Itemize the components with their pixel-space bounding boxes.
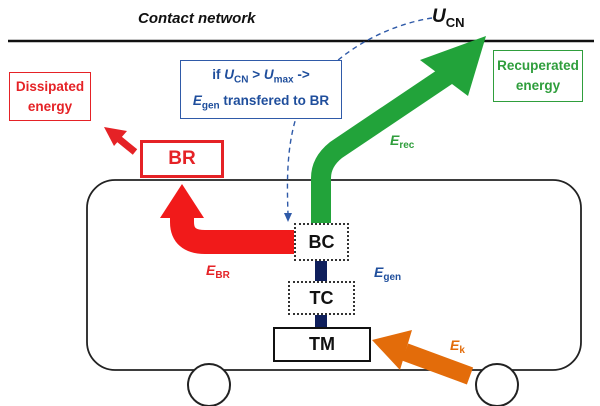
e-br-sub: BR: [215, 270, 230, 281]
e-k-symbol: E: [450, 337, 460, 353]
e-gen-symbol: E: [374, 264, 384, 280]
e-k-label: Ek: [450, 337, 465, 356]
condition-line-1: if UCN > Umax ->: [193, 65, 329, 91]
contact-network-label: Contact network: [138, 10, 256, 27]
vehicle-body: [86, 179, 582, 371]
recuperated-energy-box: Recuperated energy: [493, 50, 583, 102]
voltage-symbol: U: [432, 6, 446, 27]
voltage-subscript: CN: [445, 14, 465, 30]
wheel-icon: [187, 363, 231, 406]
e-br-symbol: E: [206, 262, 216, 278]
condition-u: U: [224, 66, 234, 82]
e-k-sub: k: [459, 345, 465, 356]
dissipation-arrow: [104, 127, 138, 155]
brake-resistor-box: BR: [140, 140, 224, 178]
kinetic-energy-arrow: [372, 330, 474, 385]
network-voltage-label: UCN: [432, 6, 465, 30]
e-gen-label: Egen: [374, 264, 401, 283]
condition-arrow: ->: [293, 66, 310, 82]
condition-e: E: [192, 92, 202, 108]
e-rec-symbol: E: [390, 132, 400, 148]
e-rec-label: Erec: [390, 132, 414, 151]
dissipated-energy-box: Dissipated energy: [9, 72, 91, 121]
wheel-icon: [475, 363, 519, 406]
tm-box: TM: [273, 327, 371, 362]
condition-u-max: U: [263, 66, 274, 82]
condition-gen: gen: [201, 100, 220, 112]
tc-box: TC: [288, 281, 355, 315]
recuperated-energy-arrow: [311, 36, 486, 226]
condition-cn: CN: [233, 74, 249, 86]
e-br-label: EBR: [206, 262, 230, 281]
condition-gt: >: [248, 66, 264, 82]
e-gen-sub: gen: [383, 272, 402, 283]
e-rec-sub: rec: [399, 140, 415, 151]
condition-max: max: [273, 74, 294, 86]
condition-line-2: Egen transfered to BR: [193, 91, 329, 117]
brake-resistor-energy-arrow: [160, 184, 300, 254]
condition-suffix: transfered to BR: [219, 92, 330, 108]
bc-box: BC: [294, 223, 349, 261]
condition-box: if UCN > Umax -> Egen transfered to BR: [180, 60, 342, 119]
condition-if: if: [212, 66, 225, 82]
